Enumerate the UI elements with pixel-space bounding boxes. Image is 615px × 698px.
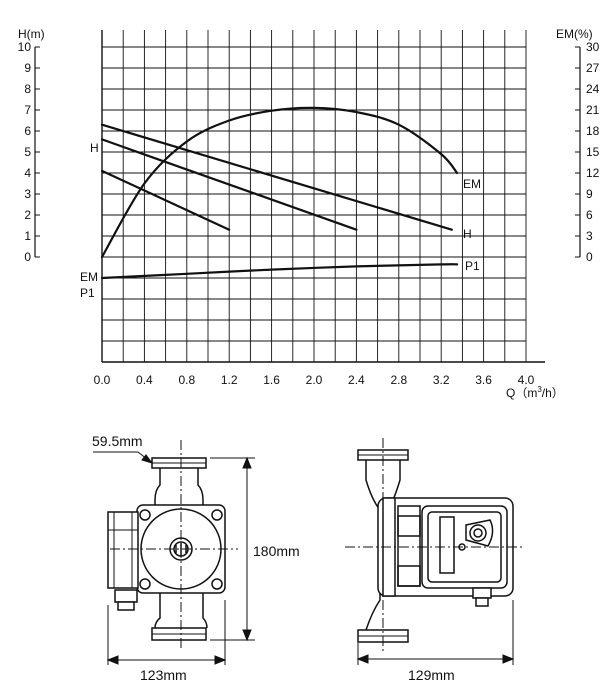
left-tick-label: 10 bbox=[18, 40, 32, 54]
x-tick-label: 2.0 bbox=[306, 373, 323, 387]
dim-height: 180mm bbox=[253, 543, 300, 559]
left-tick-label: 0 bbox=[24, 250, 31, 264]
x-tick-label: 0.4 bbox=[136, 373, 153, 387]
right-tick-label: 27 bbox=[586, 61, 600, 75]
chart-curves bbox=[100, 106, 459, 280]
right-tick-label: 6 bbox=[586, 208, 593, 222]
left-tick-label: 7 bbox=[24, 103, 31, 117]
chart-grid bbox=[101, 30, 527, 363]
series-em-line bbox=[100, 106, 459, 259]
right-tick-label: 18 bbox=[586, 124, 600, 138]
x-tick-label: 1.6 bbox=[263, 373, 280, 387]
pump-side-view bbox=[345, 438, 525, 652]
curve-label-h-left: H bbox=[90, 141, 99, 155]
x-axis-title-suffix: /h） bbox=[542, 386, 564, 400]
left-tick-label: 1 bbox=[24, 229, 31, 243]
x-tick-label: 4.0 bbox=[518, 373, 535, 387]
x-tick-label: 1.2 bbox=[221, 373, 238, 387]
x-tick-label: 2.4 bbox=[348, 373, 365, 387]
series-p1-line bbox=[100, 263, 459, 280]
side-view-dimensions bbox=[356, 600, 515, 665]
left-tick-label: 9 bbox=[24, 61, 31, 75]
pump-front-view bbox=[107, 440, 238, 650]
curve-label-p1-right: P1 bbox=[465, 259, 480, 273]
x-tick-label: 3.6 bbox=[475, 373, 492, 387]
left-tick-label: 3 bbox=[24, 187, 31, 201]
curve-label-h-right: H bbox=[463, 227, 472, 241]
right-tick-label: 9 bbox=[586, 187, 593, 201]
left-tick-label: 6 bbox=[24, 124, 31, 138]
x-tick-label: 0.0 bbox=[94, 373, 111, 387]
x-tick-label: 2.8 bbox=[390, 373, 407, 387]
front-view-dimensions bbox=[93, 451, 255, 665]
x-axis-title-sup: 3 bbox=[537, 385, 542, 394]
x-axis-title-prefix: Q（m bbox=[506, 386, 537, 400]
x-axis-title: Q（m3/h） bbox=[506, 385, 564, 400]
right-tick-label: 15 bbox=[586, 145, 600, 159]
right-tick-label: 30 bbox=[586, 40, 600, 54]
dim-side-width: 129mm bbox=[408, 667, 455, 683]
x-tick-labels: 0.0 0.4 0.8 1.2 1.6 2.0 2.4 2.8 3.2 3.6 4.0 bbox=[94, 373, 535, 387]
series-h-curve-2-line bbox=[100, 169, 231, 231]
right-tick-label: 21 bbox=[586, 103, 600, 117]
series-h-curve-1-line bbox=[100, 138, 358, 231]
right-axis-title: EM(%) bbox=[556, 27, 593, 41]
dim-top-width: 59.5mm bbox=[92, 433, 143, 449]
left-axis-title: H(m) bbox=[18, 27, 45, 41]
series-h-line bbox=[100, 123, 453, 231]
chart-axes bbox=[34, 30, 581, 363]
left-tick-label: 5 bbox=[24, 145, 31, 159]
curve-label-em-right: EM bbox=[463, 177, 481, 191]
curve-label-p1-left: P1 bbox=[80, 286, 95, 300]
right-tick-label: 12 bbox=[586, 166, 600, 180]
dim-front-width: 123mm bbox=[140, 667, 187, 683]
left-tick-label: 8 bbox=[24, 82, 31, 96]
right-tick-label: 24 bbox=[586, 82, 600, 96]
right-tick-label: 0 bbox=[586, 250, 593, 264]
x-tick-label: 3.2 bbox=[433, 373, 450, 387]
left-tick-label: 4 bbox=[24, 166, 31, 180]
curve-label-em-left: EM bbox=[80, 270, 98, 284]
x-tick-label: 0.8 bbox=[178, 373, 195, 387]
right-tick-label: 3 bbox=[586, 229, 593, 243]
left-tick-label: 2 bbox=[24, 208, 31, 222]
